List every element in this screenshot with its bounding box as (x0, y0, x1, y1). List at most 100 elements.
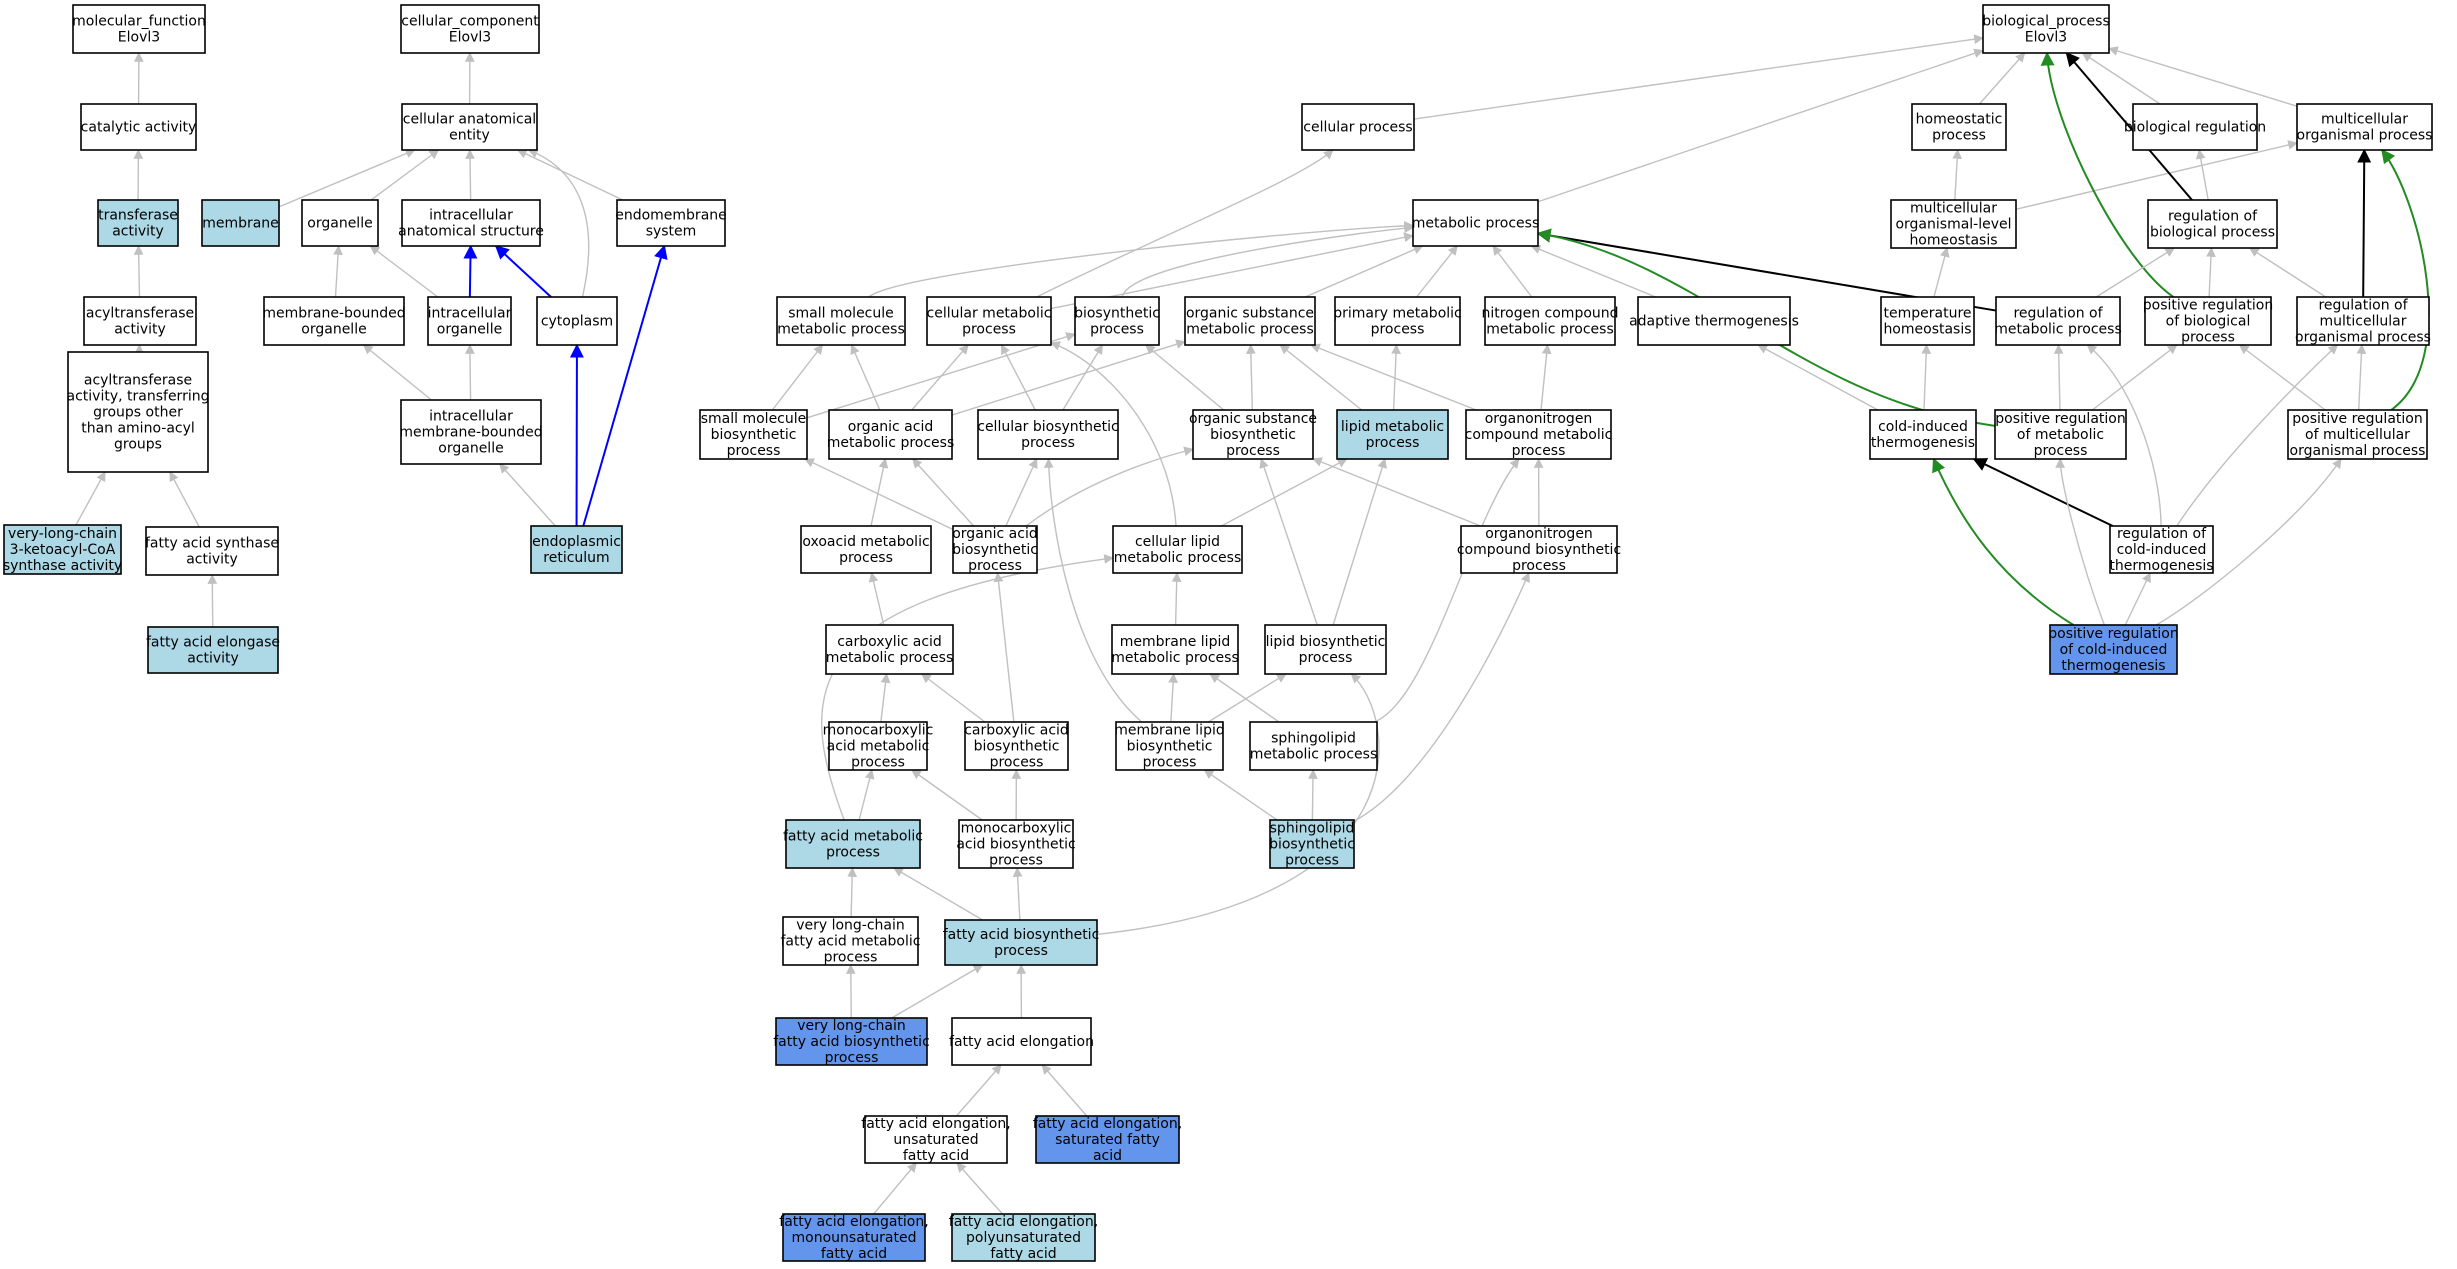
edge-is-a-acyltransferase-to-transferase (133, 245, 144, 298)
node-label-line: positive regulation (1995, 411, 2125, 427)
node-label-line: organic substance (1189, 411, 1317, 427)
go-term-node-adaptive-thermo[interactable]: adaptive thermogenesis (1629, 296, 1799, 346)
node-label-line: oxoacid metabolic (802, 534, 929, 550)
node-label-line: metabolic process (1486, 321, 1614, 337)
node-label-line: acid metabolic (827, 738, 930, 754)
node-label-line: cellular biosynthetic (977, 419, 1118, 435)
edge-is-a-fa-met-to-monocarb-met (858, 769, 875, 821)
go-term-node-membrane[interactable]: membrane (201, 199, 280, 247)
node-label-line: metabolic process (1186, 321, 1314, 337)
go-term-node-fa-elong-mono[interactable]: fatty acid elongation,monounsaturatedfat… (779, 1213, 929, 1262)
node-label-line: process (968, 558, 1022, 574)
node-box (775, 1017, 928, 1066)
node-box (1269, 819, 1355, 869)
node-label-line: process (1512, 558, 1566, 574)
go-term-node-fa-elong[interactable]: fatty acid elongation (949, 1017, 1094, 1066)
node-label-line: intracellular (429, 408, 513, 424)
node-label-line: activity (112, 223, 164, 239)
node-box (97, 199, 179, 247)
node-label-line: intracellular (429, 207, 513, 223)
go-term-node-cellular-process[interactable]: cellular process (1301, 103, 1415, 151)
node-label-line: biological_process (1982, 13, 2110, 29)
go-term-node-fa-elong-sat[interactable]: fatty acid elongation,saturated fattyaci… (1033, 1115, 1182, 1164)
node-box (1911, 103, 2007, 151)
go-term-node-organelle[interactable]: organelle (301, 199, 379, 247)
edge-is-a-cytoplasm-to-cell-anat (527, 148, 590, 298)
edge-is-a-vlcfa-bio-to-fa-bio (891, 964, 984, 1019)
go-term-node-bio-reg[interactable]: biological regulation (2124, 103, 2266, 151)
node-label-line: compound metabolic (1465, 427, 1613, 443)
node-label-line: membrane lipid (1120, 634, 1231, 650)
go-term-node-catalytic[interactable]: catalytic activity (80, 103, 197, 151)
node-box (828, 721, 928, 771)
node-box (1074, 296, 1160, 346)
go-term-node-metabolic[interactable]: metabolic process (1412, 199, 1540, 247)
node-label-line: of multicellular (2305, 427, 2410, 443)
node-label-line: regulation of (2013, 305, 2103, 321)
go-term-node-cytoplasm[interactable]: cytoplasm (536, 296, 618, 346)
go-term-node-fa-elong-poly[interactable]: fatty acid elongation,polyunsaturatedfat… (949, 1213, 1098, 1262)
node-label-line: cold-induced (2117, 542, 2207, 558)
node-label-line: adaptive thermogenesis (1629, 313, 1799, 329)
